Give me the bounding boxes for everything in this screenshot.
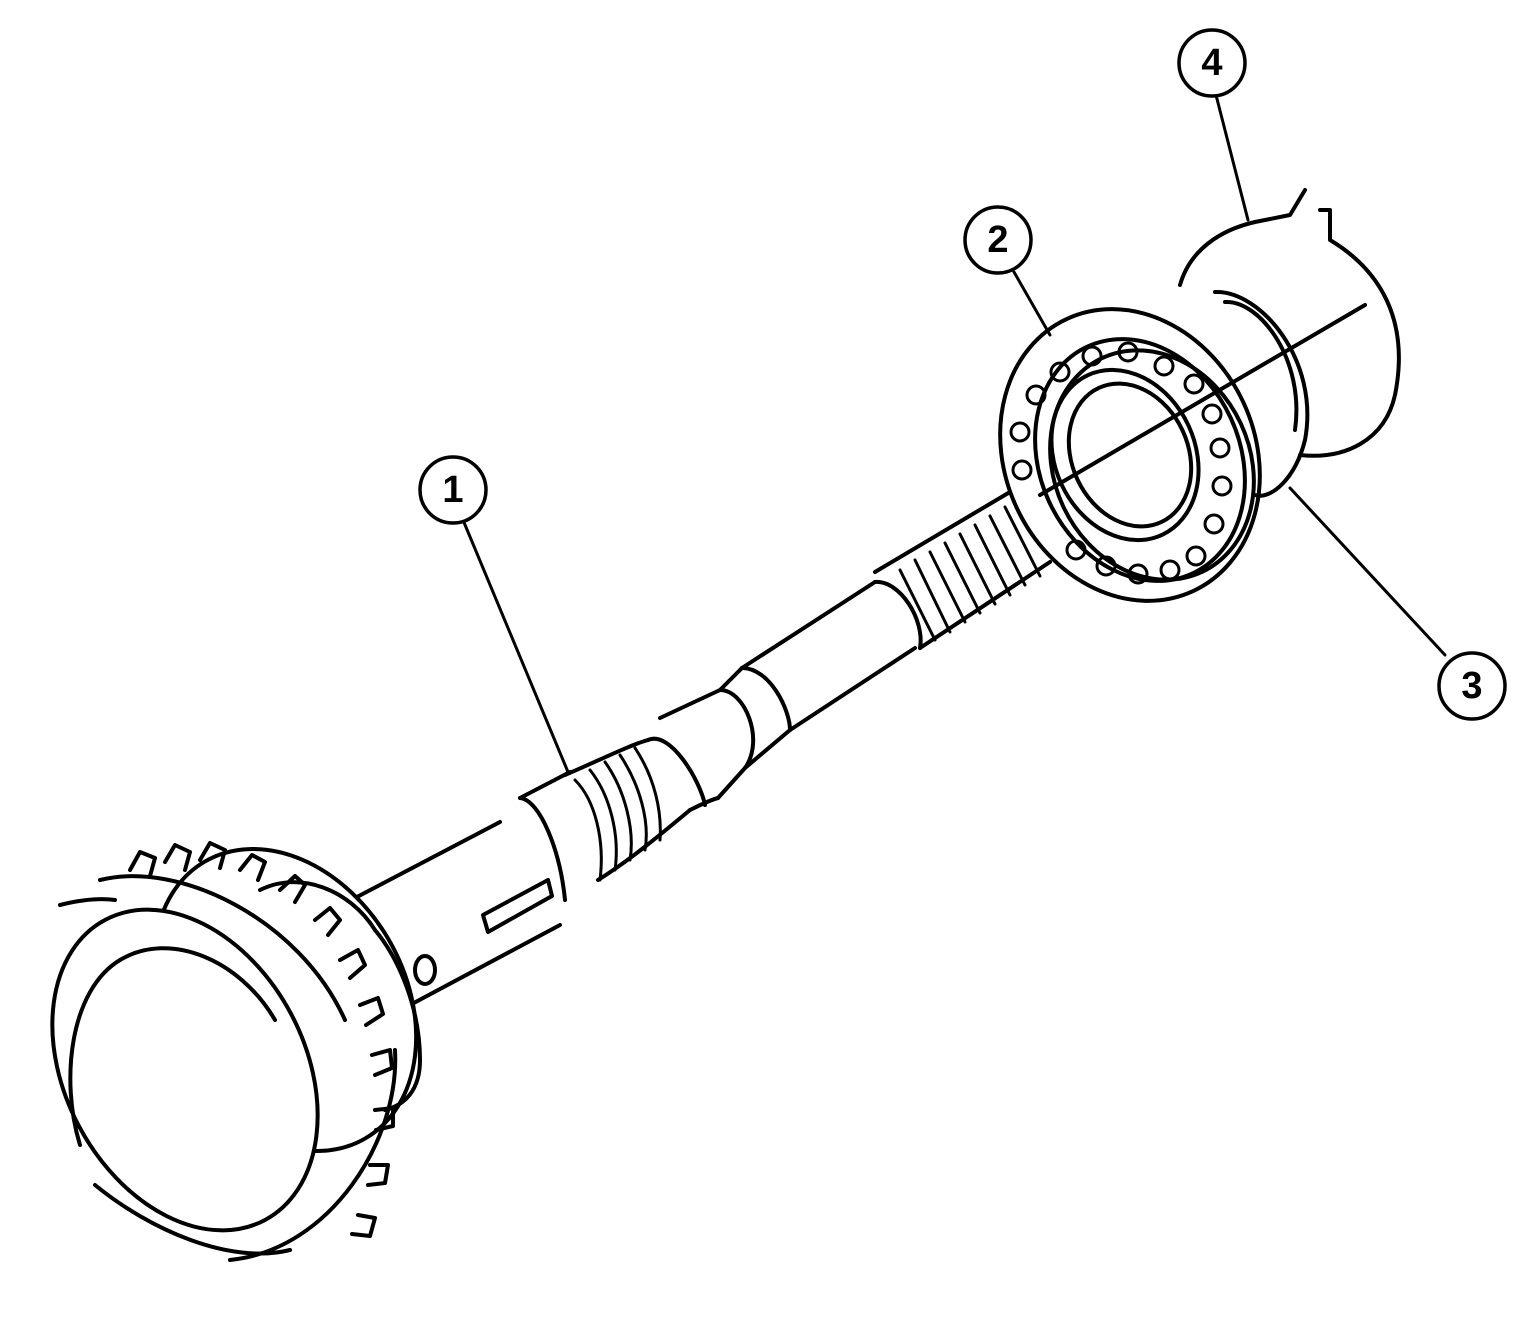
callout-3: 3 [1437,651,1507,721]
shaft [353,490,1052,1007]
callout-4: 4 [1177,28,1247,98]
callout-3-label: 3 [1461,665,1482,707]
bearing [998,307,1262,603]
leader-line-1 [461,518,570,774]
leader-line-4 [1214,93,1250,222]
callout-4-label: 4 [1201,42,1222,84]
callout-2-label: 2 [987,219,1008,261]
snap-ring [1213,289,1310,498]
drive-gear [50,841,422,1262]
retaining-clip [1038,188,1401,497]
callout-1: 1 [418,455,488,525]
leader-line-2 [1012,270,1052,337]
bearing-balls [1009,341,1233,585]
callout-1-label: 1 [442,469,463,511]
leader-line-3 [1288,486,1447,657]
callout-2: 2 [963,205,1033,275]
